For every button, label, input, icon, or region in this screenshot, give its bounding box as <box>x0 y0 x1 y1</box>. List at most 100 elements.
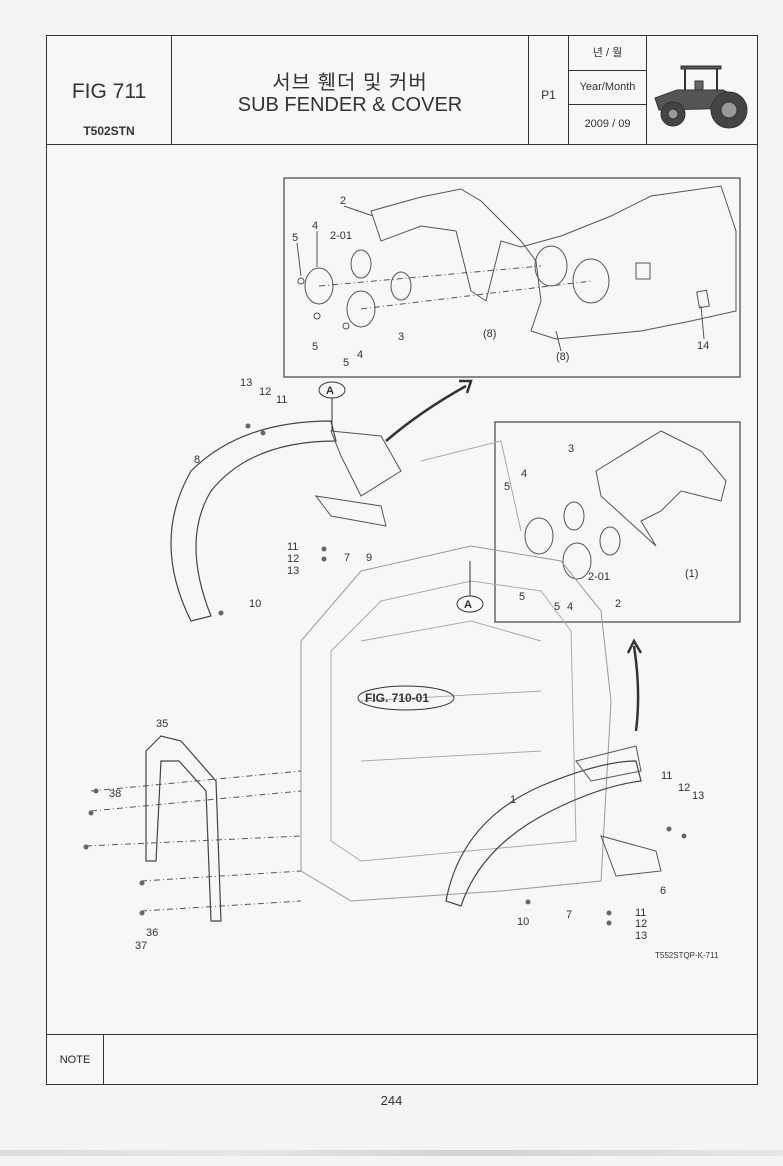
cab-roof-frame <box>420 440 522 532</box>
leader-line <box>555 330 562 352</box>
callout-12: 12 <box>287 553 299 565</box>
detail-screw-5b <box>313 312 321 320</box>
fig-reference-label: FIG. 710-01 <box>365 691 429 705</box>
callout-13: 13 <box>287 565 299 577</box>
callout-arrow <box>385 384 467 442</box>
fig-reference-oval <box>357 685 455 711</box>
leader-line <box>343 205 374 217</box>
model-code: T502STN <box>83 124 135 138</box>
diagram-canvas: 2 2-01 4 5 5 5 4 3 (8) (8) 14 13 12 11 A… <box>83 177 741 960</box>
cab-frame-ribs <box>360 620 542 762</box>
callout-11: 11 <box>635 907 646 919</box>
header: FIG 711 T502STN 서브 휀더 및 커버 SUB FENDER & … <box>47 36 757 145</box>
callout-4: 4 <box>521 468 527 480</box>
date-cell: 년 / 월 Year/Month 2009 / 09 <box>569 36 647 144</box>
callout-37: 37 <box>135 940 147 952</box>
callout-13: 13 <box>635 930 647 942</box>
callout-2-01: 2-01 <box>330 230 352 242</box>
detail-ring-4 <box>304 267 334 305</box>
date-label-korean: 년 / 월 <box>569 36 646 71</box>
detail-box-view-a <box>283 177 741 378</box>
exploded-view-diagram: 2 2-01 4 5 5 5 4 3 (8) (8) 14 13 12 11 A… <box>47 144 757 1034</box>
callout-5: 5 <box>504 481 510 493</box>
detail-center-line <box>318 265 592 310</box>
bracket-6 <box>600 835 662 877</box>
callout-2: 2 <box>615 598 621 610</box>
detail-box-right <box>494 421 741 623</box>
view-marker-a: A <box>464 599 472 611</box>
callout-12: 12 <box>635 918 647 930</box>
callout-ref-8: (8) <box>556 351 569 363</box>
right-fender <box>445 760 642 907</box>
detail-switch-slot <box>635 262 651 280</box>
rear-cover <box>145 735 222 922</box>
callout-5: 5 <box>292 232 298 244</box>
right-fender-housing <box>575 745 642 782</box>
callout-7: 7 <box>566 909 572 921</box>
callout-35: 35 <box>156 718 168 730</box>
callout-4: 4 <box>312 220 318 232</box>
callout-2-01: 2-01 <box>588 571 610 583</box>
title-english: SUB FENDER & COVER <box>237 94 463 116</box>
cab-frame <box>300 545 612 902</box>
detail-ring-4b <box>346 290 376 328</box>
detail-lamp-right-3 <box>563 501 585 531</box>
detail-lamp-3 <box>390 271 412 301</box>
detail-housing-right <box>595 430 727 547</box>
callout-arrow <box>632 645 640 732</box>
callout-10: 10 <box>249 598 261 610</box>
callout-6: 6 <box>660 885 666 897</box>
callout-11: 11 <box>661 770 672 782</box>
leader-line <box>296 242 302 277</box>
detail-ring-right-b <box>562 542 592 580</box>
bolt-group <box>83 423 687 926</box>
left-fender-housing <box>330 430 402 497</box>
fig-number: FIG 711 <box>71 80 147 103</box>
drawing-code: T552STQP-K-711 <box>655 951 719 960</box>
note-row: NOTE <box>47 1034 757 1085</box>
detail-screw-5 <box>297 277 305 285</box>
callout-10: 10 <box>517 916 529 928</box>
callout-5: 5 <box>343 357 349 369</box>
date-label-english: Year/Month <box>569 70 646 105</box>
callout-ref-1: (1) <box>685 568 698 580</box>
left-fender <box>170 420 337 622</box>
parts-catalog-frame: FIG 711 T502STN 서브 휀더 및 커버 SUB FENDER & … <box>46 35 758 1085</box>
tractor-icon <box>654 65 748 129</box>
callout-14: 14 <box>697 340 709 352</box>
detail-lamp-2-01 <box>350 249 372 279</box>
callout-7: 7 <box>344 552 350 564</box>
detail-lamp-socket <box>572 258 610 304</box>
callout-38: 38 <box>109 788 121 800</box>
callout-4: 4 <box>357 349 363 361</box>
callout-13: 13 <box>240 377 252 389</box>
callout-5: 5 <box>312 341 318 353</box>
date-value: 2009 / 09 <box>584 118 631 130</box>
leader-line <box>700 305 705 340</box>
callout-3: 3 <box>568 443 574 455</box>
title-cell: 서브 휀더 및 커버 SUB FENDER & COVER <box>172 36 529 144</box>
callout-9: 9 <box>366 552 372 564</box>
callout-arrowhead <box>459 379 473 394</box>
bracket-9 <box>314 495 387 527</box>
page-label: P1 <box>541 88 556 102</box>
callout-36: 36 <box>146 927 158 939</box>
callout-ref-8: (8) <box>483 328 496 340</box>
view-marker-a: A <box>326 385 334 397</box>
cab-frame-inner <box>330 580 577 862</box>
callout-4: 4 <box>567 601 573 613</box>
callout-1: 1 <box>510 794 516 806</box>
title-korean: 서브 휀더 및 커버 <box>272 72 428 94</box>
scan-artifact <box>0 1150 783 1156</box>
detail-part-14 <box>696 289 710 309</box>
fig-cell: FIG 711 T502STN <box>47 36 172 144</box>
rear-cover-center-lines <box>85 770 302 912</box>
detail-lamp-right-2-01 <box>599 526 621 556</box>
callout-11: 11 <box>276 394 287 406</box>
callout-12: 12 <box>259 386 271 398</box>
callout-3: 3 <box>398 331 404 343</box>
callout-12: 12 <box>678 782 690 794</box>
page-cell: P1 <box>529 36 569 144</box>
detail-ring-right <box>524 517 554 555</box>
callout-11: 11 <box>287 541 298 553</box>
